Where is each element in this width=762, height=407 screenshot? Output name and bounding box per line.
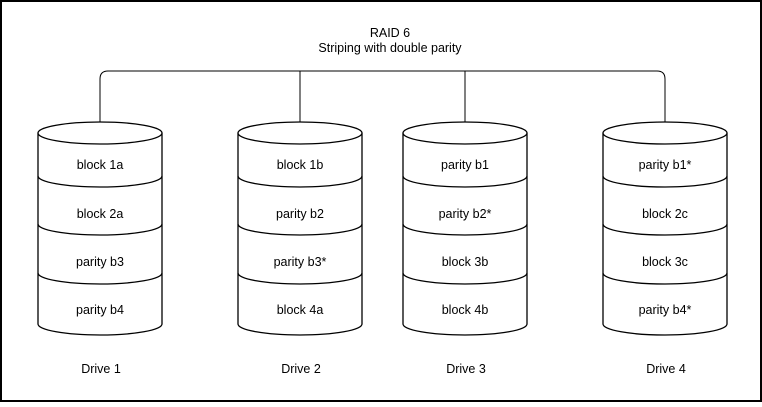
- block-label: block 1a: [77, 158, 124, 172]
- drive-3-top: [402, 121, 528, 145]
- drive-label: Drive 2: [281, 362, 321, 376]
- drive-2-dividers: [237, 175, 363, 285]
- drive-4-body: [602, 133, 728, 336]
- drive-1-dividers: [37, 175, 163, 285]
- block-label: parity b2: [276, 207, 324, 221]
- drive-1-cylinder: block 1a block 2a parity b3 parity b4 Dr…: [37, 121, 163, 376]
- block-label: parity b3*: [274, 255, 327, 269]
- drive-label: Drive 3: [446, 362, 486, 376]
- block-label: block 1b: [277, 158, 324, 172]
- diagram-title: RAID 6: [370, 26, 410, 40]
- drive-3-cylinder: parity b1 parity b2* block 3b block 4b D…: [402, 121, 528, 376]
- drive-4-cylinder: parity b1* block 2c block 3c parity b4* …: [602, 121, 728, 376]
- block-label: block 4b: [442, 303, 489, 317]
- block-label: block 4a: [277, 303, 324, 317]
- drive-2-body: [237, 133, 363, 336]
- block-label: block 2a: [77, 207, 124, 221]
- block-label: block 2c: [642, 207, 688, 221]
- drive-4-top: [602, 121, 728, 145]
- drive-label: Drive 4: [646, 362, 686, 376]
- drive-3-dividers: [402, 175, 528, 285]
- drive-3-body: [402, 133, 528, 336]
- block-label: parity b1: [441, 158, 489, 172]
- drive-label: Drive 1: [81, 362, 121, 376]
- connector-line: [99, 70, 666, 122]
- block-label: parity b4: [76, 303, 124, 317]
- block-label: block 3c: [642, 255, 688, 269]
- block-label: parity b2*: [439, 207, 492, 221]
- drive-4-dividers: [602, 175, 728, 285]
- diagram-subtitle: Striping with double parity: [318, 41, 462, 55]
- drive-2-cylinder: block 1b parity b2 parity b3* block 4a D…: [237, 121, 363, 376]
- drive-1-body: [37, 133, 163, 336]
- block-label: parity b3: [76, 255, 124, 269]
- drive-1-top: [37, 121, 163, 145]
- block-label: parity b1*: [639, 158, 692, 172]
- block-label: block 3b: [442, 255, 489, 269]
- drive-2-top: [237, 121, 363, 145]
- block-label: parity b4*: [639, 303, 692, 317]
